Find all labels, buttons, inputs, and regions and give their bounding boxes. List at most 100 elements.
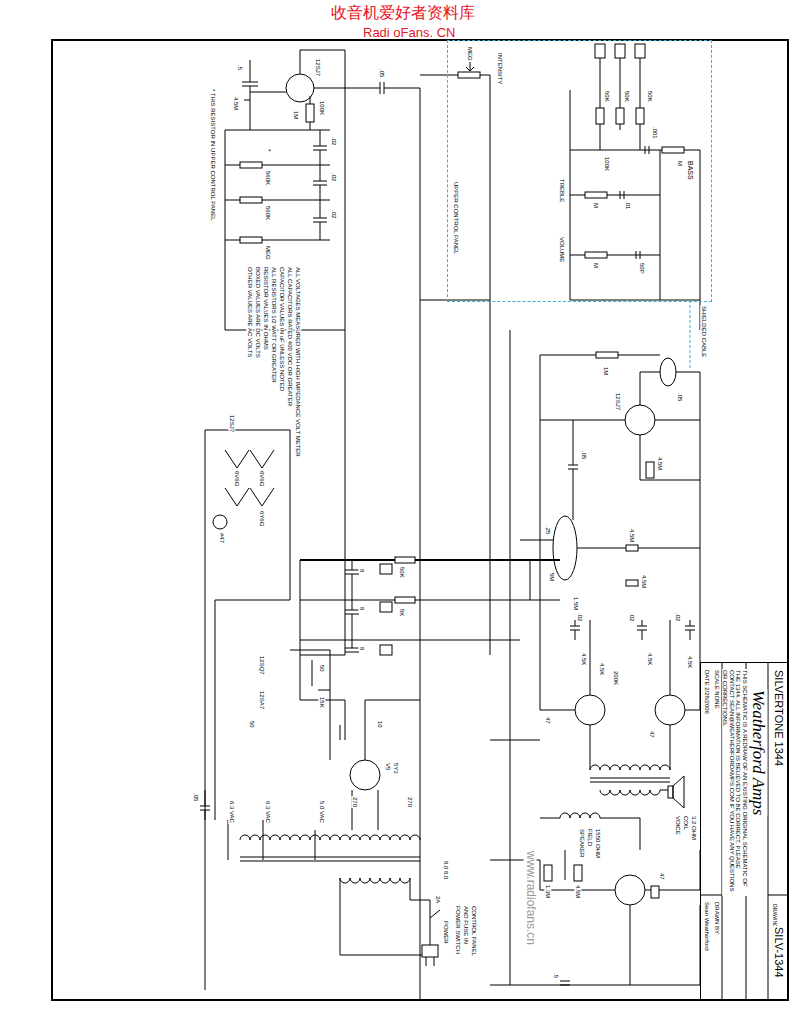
- component-label: 4.5K: [687, 655, 694, 669]
- component-label: 270: [352, 796, 359, 808]
- component-label: VOICE: [675, 815, 682, 836]
- component-label: .05: [677, 392, 684, 402]
- component-label: 4.5K: [599, 662, 606, 676]
- component-label: .05: [193, 792, 200, 802]
- component-label: 4.5M: [233, 96, 240, 111]
- component-label: SHIELDED CABLE: [701, 305, 708, 358]
- component-label: .02: [331, 209, 338, 219]
- component-label: .5: [237, 64, 244, 71]
- component-label: 50: [319, 664, 326, 673]
- component-label: 10: [377, 720, 384, 729]
- component-label: 6V6G: [259, 470, 266, 487]
- component-label: 12SA7: [259, 690, 266, 710]
- component-label: 50K: [624, 90, 631, 103]
- component-label: .5: [553, 972, 560, 979]
- component-label: 560K: [265, 170, 272, 186]
- component-label: 5M: [549, 572, 556, 582]
- title-text: THIS SCHEMATIC IS A REDRAW OF AN EXISTIN…: [722, 669, 748, 896]
- component-label: .02: [331, 136, 338, 146]
- component-label: MEG: [467, 46, 474, 62]
- component-label: 12SJ7: [229, 414, 236, 433]
- component-label: M: [677, 160, 684, 167]
- component-label: 5K: [399, 608, 406, 617]
- component-label: 50: [249, 720, 256, 729]
- component-label: 8: [359, 646, 366, 651]
- component-label: 6.3 VAC: [265, 800, 272, 824]
- component-label: 6.3 VAC: [229, 800, 236, 824]
- component-label: 2A: [435, 895, 442, 904]
- component-label: VOLUME: [559, 236, 566, 263]
- component-label: AND FUSE IN: [463, 905, 470, 945]
- component-label: 1.3M: [545, 884, 552, 899]
- component-label: M: [593, 262, 600, 269]
- component-label: 200K: [613, 670, 620, 686]
- component-label: 4.5M: [641, 574, 648, 589]
- component-label: 5.0 VAC: [319, 800, 326, 824]
- component-label: 6Y6G: [259, 510, 266, 527]
- component-label: ALL CAPACITORS RATED 400 VDC OR GREATER: [287, 266, 294, 407]
- component-label: SPEAKER: [579, 828, 586, 858]
- component-label: .01: [625, 200, 632, 210]
- title-text: SCALE NONE: [714, 669, 721, 710]
- title-text: DATE 2/28/2006: [704, 669, 711, 715]
- title-block: Weatherford Amps SCALE NONEDATE 2/28/2006…: [700, 662, 788, 1000]
- title-text: SILV-1344: [773, 926, 785, 979]
- component-label: CAPACITOR VALUES IN uF UNLESS NOTED: [279, 266, 286, 392]
- component-label: * THIS RESISTOR IN UPPER CONTROL PANEL: [210, 88, 217, 221]
- component-label: 50P: [639, 262, 646, 275]
- component-label: POWER SWITCH: [455, 905, 462, 955]
- component-label: 47: [659, 872, 666, 881]
- component-label: COIL: [683, 815, 690, 831]
- component-label: V5: [385, 762, 392, 771]
- component-label: .02: [331, 172, 338, 182]
- component-label: #47: [219, 532, 226, 544]
- watermark: 收音机爱好者资料库: [330, 4, 476, 22]
- component-label: 47: [545, 716, 552, 725]
- component-label: 4.5K: [647, 652, 654, 666]
- component-label: 12SJ7: [615, 392, 622, 411]
- component-label: 4.5M: [657, 456, 664, 471]
- component-label: ALL VOLTAGES MEASURED WITH HIGH IMPEDANC…: [295, 266, 302, 458]
- component-label: 4.5M: [629, 528, 636, 543]
- component-label: 15K: [319, 696, 326, 709]
- component-label: ALL RESISTORS 1/2 WATT OR GREATER: [271, 266, 278, 383]
- component-label: .001: [652, 126, 659, 140]
- watermark: www.radiofans.cn: [523, 850, 536, 946]
- title-text: DRAWN BY: [714, 901, 721, 935]
- component-label: TREBLE: [559, 178, 566, 203]
- component-label: *: [264, 148, 272, 153]
- component-label: .02: [675, 612, 682, 622]
- component-label: CONTROL PANEL: [471, 905, 478, 957]
- component-label: FIELD: [587, 828, 594, 847]
- component-label: 1M: [293, 110, 300, 120]
- component-label: 12SJ7: [315, 58, 322, 77]
- component-label: 47: [649, 730, 656, 739]
- title-text: UPPER CONTROL PANEL: [453, 181, 460, 255]
- component-label: 3.2 OHM: [691, 815, 698, 841]
- panel-region: UPPER CONTROL PANEL: [447, 40, 712, 302]
- component-label: 1550 OHM: [595, 828, 602, 859]
- component-label: MEG: [265, 245, 272, 261]
- component-label: 100K: [604, 156, 611, 172]
- component-label: 100K: [319, 100, 326, 116]
- component-label: RESISTOR VALUES IN OHMS: [263, 266, 270, 351]
- component-label: 5Y3: [393, 762, 400, 775]
- component-label: .05: [581, 450, 588, 460]
- component-label: 6V6G: [234, 470, 241, 487]
- component-label: .25: [545, 525, 552, 535]
- component-label: OTHER VALUES ARE AC VOLTS: [247, 266, 254, 358]
- title-text: Weatherford Amps: [749, 689, 768, 816]
- component-label: 50K: [399, 566, 406, 579]
- component-label: 8.0 8.0: [443, 860, 450, 880]
- component-label: 50K: [604, 90, 611, 103]
- title-text: Sean Weatherford: [704, 901, 711, 952]
- component-label: 4.5K: [581, 652, 588, 666]
- component-label: .05: [379, 68, 386, 78]
- component-label: 270: [407, 796, 414, 808]
- component-label: 8: [359, 568, 366, 573]
- component-label: INTENSITY: [497, 52, 504, 85]
- watermark: Radi oFans. CN: [362, 26, 456, 40]
- component-label: 560K: [265, 205, 272, 221]
- component-label: .02: [629, 612, 636, 622]
- component-label: 1M: [603, 366, 610, 376]
